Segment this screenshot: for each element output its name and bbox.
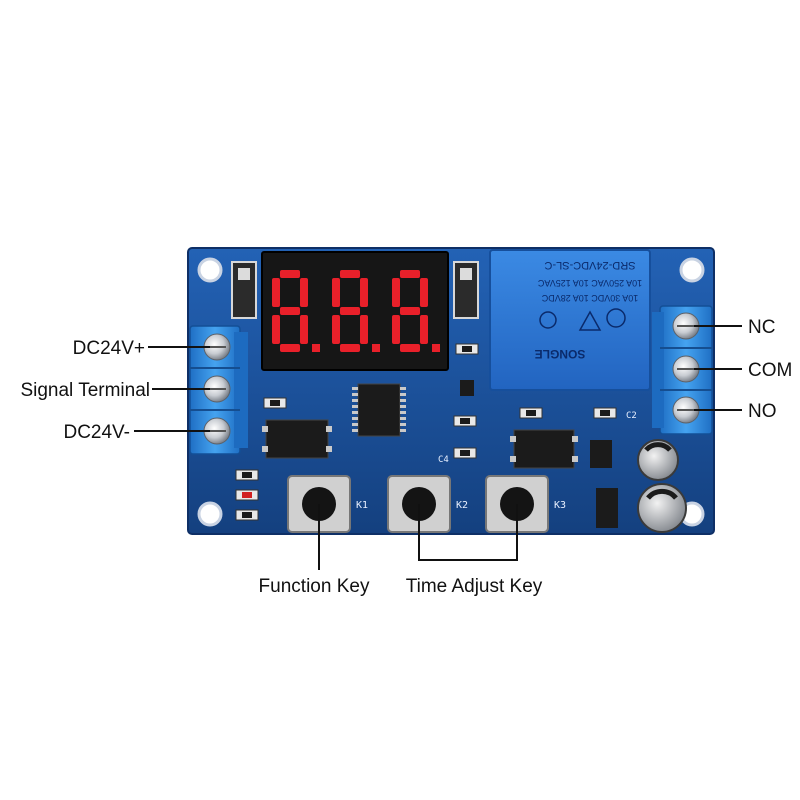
digit-segment: [280, 344, 300, 352]
label-dc-plus: DC24V+: [73, 338, 145, 359]
chip-pin: [352, 387, 358, 390]
chip-pin: [400, 387, 406, 390]
digit-segment: [332, 315, 340, 344]
digit-segment: [420, 278, 428, 307]
label-signal-terminal: Signal Terminal: [20, 380, 150, 401]
label-function-key: Function Key: [259, 576, 370, 597]
left-terminal-block: [189, 325, 248, 455]
key-label-k1: K1: [356, 500, 368, 511]
mounting-hole: [679, 257, 705, 283]
digit-segment: [332, 278, 340, 307]
ul-icon: [539, 311, 557, 329]
chip-pin: [352, 405, 358, 408]
warning-icon: [578, 310, 602, 331]
key-label-k2: K2: [456, 500, 468, 511]
digit-segment: [280, 307, 300, 315]
relay: SRD-24VDC-SL-C 10A 250VAC 10A 125VAC 10A…: [489, 249, 651, 391]
mounting-hole: [197, 501, 223, 527]
chip-pin: [352, 429, 358, 432]
relay-brand: SONGLE: [535, 347, 586, 361]
transistor-right: [453, 261, 479, 319]
digit-segment: [360, 315, 368, 344]
digit-segment: [272, 278, 280, 307]
label-nc: NC: [748, 317, 775, 338]
digit-segment: [300, 315, 308, 344]
display-digit: [332, 270, 380, 352]
chip-pin: [352, 411, 358, 414]
seven-segment-display: [261, 251, 449, 371]
optocoupler-left: [262, 419, 332, 459]
cap-label-c4: C4: [438, 455, 449, 465]
microcontroller-chip: [352, 383, 406, 437]
smd-components: [235, 343, 618, 528]
digit-segment: [340, 270, 360, 278]
leader-time-adjust-key: [418, 504, 518, 561]
digit-segment: [392, 315, 400, 344]
chip-pin: [400, 393, 406, 396]
digit-segment: [400, 270, 420, 278]
digit-segment: [400, 344, 420, 352]
chip-pin: [352, 417, 358, 420]
key-label-k3: K3: [554, 500, 566, 511]
chip-pin: [400, 429, 406, 432]
digit-decimal-point: [432, 344, 440, 352]
relay-rating-2: 10A 30VDC 10A 28VDC: [541, 293, 638, 303]
chip-pin: [400, 417, 406, 420]
digit-decimal-point: [372, 344, 380, 352]
label-no: NO: [748, 401, 777, 422]
label-time-adjust-key: Time Adjust Key: [406, 576, 543, 597]
cap-label-c2: C2: [626, 411, 637, 421]
relay-model: SRD-24VDC-SL-C: [544, 259, 635, 271]
electrolytic-capacitors: [637, 439, 687, 533]
chip-pin: [352, 423, 358, 426]
label-com: COM: [748, 360, 792, 381]
digit-decimal-point: [312, 344, 320, 352]
chip-pin: [400, 411, 406, 414]
digit-segment: [272, 315, 280, 344]
cert-icon: [606, 308, 626, 328]
digit-segment: [400, 307, 420, 315]
chip-pin: [400, 399, 406, 402]
digit-segment: [420, 315, 428, 344]
chip-pin: [352, 399, 358, 402]
chip-pin: [352, 393, 358, 396]
digit-segment: [392, 278, 400, 307]
chip-pin: [400, 423, 406, 426]
leader-lines: [134, 325, 742, 570]
digit-segment: [280, 270, 300, 278]
mounting-hole: [197, 257, 223, 283]
optocoupler-right: [510, 429, 578, 469]
chip-pin: [400, 405, 406, 408]
display-digit: [272, 270, 320, 352]
digit-segment: [300, 278, 308, 307]
digit-segment: [360, 278, 368, 307]
right-terminal-block: [652, 305, 713, 435]
transistor-left: [231, 261, 257, 319]
relay-rating-1: 10A 250VAC 10A 125VAC: [537, 278, 642, 288]
digit-segment: [340, 307, 360, 315]
digit-segment: [340, 344, 360, 352]
display-digit: [392, 270, 440, 352]
label-dc-minus: DC24V-: [63, 422, 130, 443]
